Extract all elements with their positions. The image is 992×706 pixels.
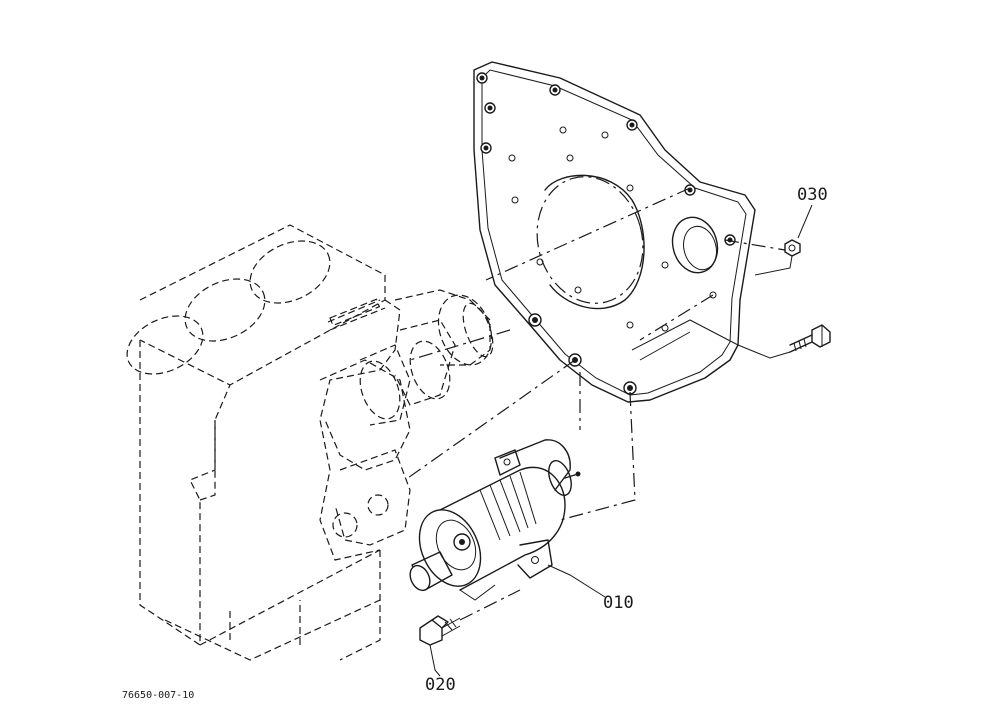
stud-bolt [789,324,831,353]
nut-030 [784,239,801,257]
starter-motor [409,439,581,601]
flywheel-housing-plate [473,61,756,403]
callout-010: 010 [603,593,634,613]
leader-lines [429,204,813,677]
callout-020: 020 [425,675,456,695]
housing-small-holes [508,126,717,332]
starter-bolt-020 [419,589,521,646]
housing-bolt-bosses [476,72,736,395]
callout-030: 030 [797,185,828,205]
engine-block [126,224,411,661]
crankshaft [359,289,494,426]
assembly-lines [404,187,786,521]
figure-code: 76650-007-10 [122,690,194,701]
